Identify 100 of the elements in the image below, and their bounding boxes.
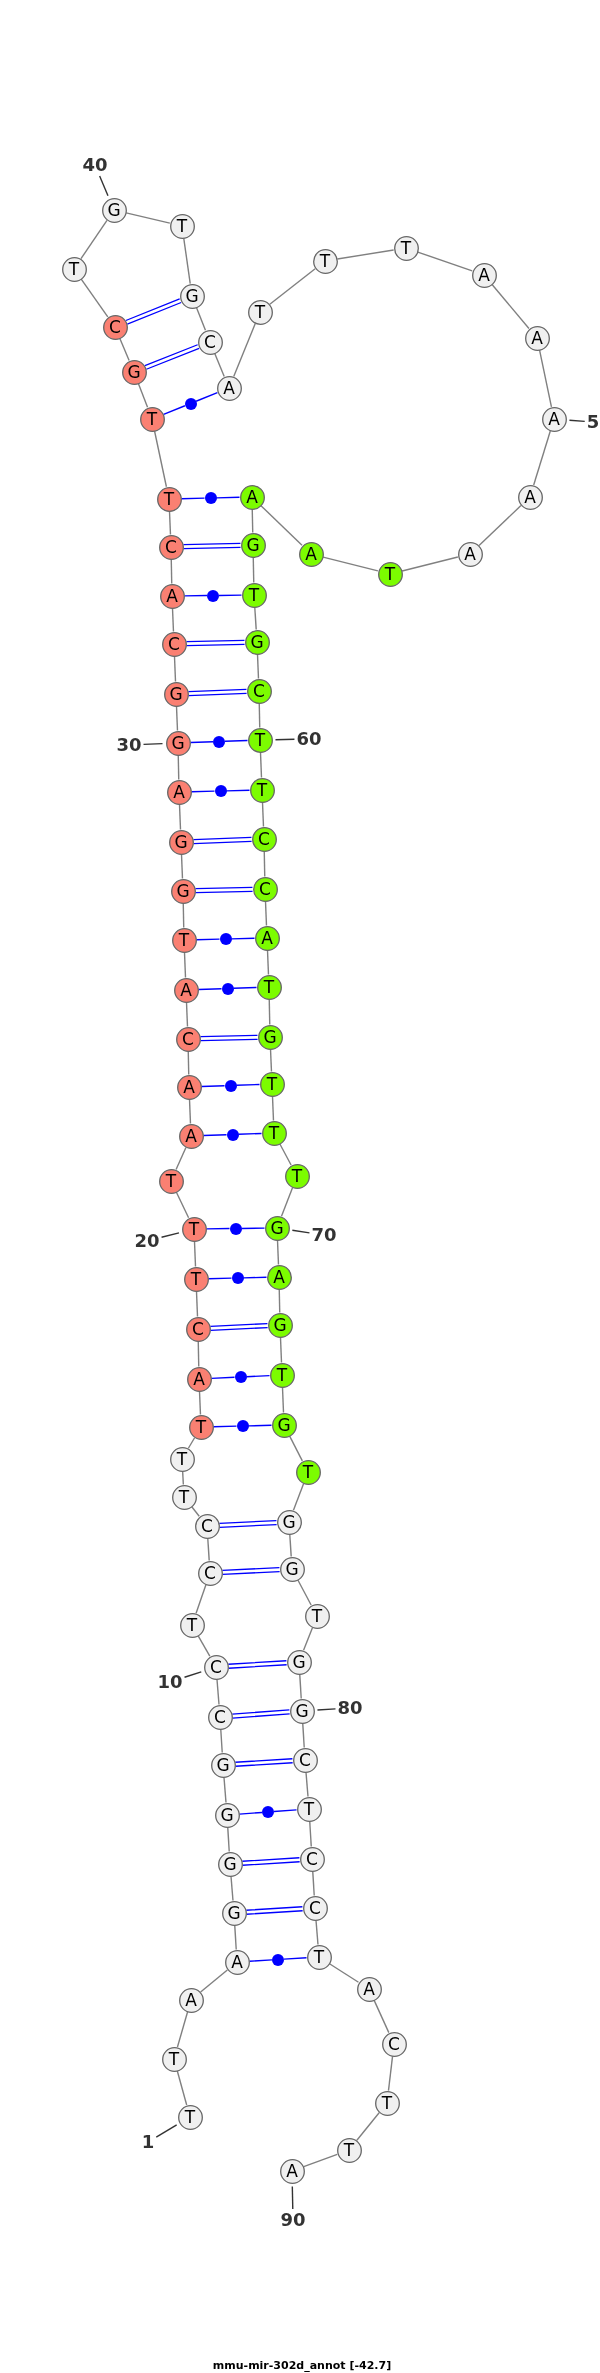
- base-letter: A: [185, 1127, 197, 1145]
- backbone-line: [207, 1537, 210, 1562]
- base-letter: T: [291, 1167, 303, 1185]
- backbone-line: [268, 998, 271, 1026]
- base-letter: C: [165, 538, 177, 556]
- nucleotide-circle: [188, 1414, 214, 1440]
- base-letter: A: [531, 329, 543, 347]
- backbone-line: [199, 1969, 229, 1993]
- nucleotide-circle: [221, 1900, 247, 1926]
- backbone-line: [299, 1673, 302, 1700]
- base-pair-line: [212, 1425, 238, 1428]
- leader-line: [316, 1708, 337, 1711]
- base-letter: T: [176, 1450, 188, 1468]
- backbone-line: [125, 212, 171, 224]
- base-letter: C: [168, 635, 180, 653]
- base-pair-line: [189, 741, 214, 744]
- nucleotide-circle: [381, 2031, 407, 2057]
- nucleotide-circle: [216, 375, 242, 401]
- backbone-line: [417, 251, 473, 272]
- dot-icon: [234, 1371, 247, 1383]
- base-pair-line: [240, 1227, 266, 1230]
- base-pair-line: [231, 1709, 291, 1719]
- leader-line: [274, 738, 296, 741]
- base-pair-line: [195, 938, 221, 941]
- leader-line: [98, 175, 109, 197]
- backbone-line: [137, 382, 149, 409]
- base-letter: T: [168, 2050, 180, 2068]
- nucleotide-circle: [197, 1560, 223, 1586]
- backbone-line: [279, 1143, 292, 1166]
- backbone-line: [254, 606, 257, 631]
- nucleotide-circle: [179, 283, 205, 309]
- backbone-line: [297, 1579, 312, 1606]
- nucleotide-circle: [61, 256, 87, 282]
- nucleotide-circle: [271, 1412, 297, 1438]
- backbone-line: [302, 1722, 305, 1749]
- nucleotide-circle: [286, 1649, 312, 1675]
- nucleotide-circle: [524, 325, 550, 351]
- nucleotide-circle: [256, 974, 282, 1000]
- nucleotide-circle: [312, 248, 338, 274]
- base-pair-line: [241, 1857, 301, 1866]
- base-pair-line: [218, 594, 243, 597]
- base-letter: G: [277, 1416, 291, 1434]
- nucleotide-circle: [541, 406, 567, 432]
- leader-line: [183, 1671, 202, 1678]
- dot-icon: [204, 492, 217, 504]
- backbone-line: [281, 1386, 285, 1414]
- base-pair-line: [125, 298, 182, 325]
- backbone-line: [336, 249, 395, 260]
- dot-icon: [214, 785, 227, 797]
- backbone-line: [269, 268, 316, 305]
- dot-icon: [229, 1222, 242, 1235]
- base-letter: T: [384, 565, 396, 583]
- nucleotide-circle: [304, 1603, 330, 1629]
- base-letter: A: [231, 1953, 243, 1971]
- dot-icon: [236, 1420, 249, 1432]
- nucleotide-circle: [197, 329, 223, 355]
- backbone-line: [256, 653, 260, 680]
- base-pair-line: [190, 790, 216, 793]
- nucleotide-circle: [171, 927, 197, 953]
- backbone-line: [187, 1050, 190, 1076]
- nucleotide-circle: [179, 1612, 205, 1638]
- base-letter: G: [263, 1028, 277, 1046]
- base-letter: C: [388, 2035, 400, 2053]
- base-letter: A: [273, 1268, 285, 1286]
- base-letter: C: [182, 1030, 194, 1048]
- base-letter: A: [166, 587, 178, 605]
- leader-line: [155, 2124, 178, 2138]
- backbone-line: [259, 751, 263, 779]
- nucleotide-circle: [214, 1802, 240, 1828]
- base-letter: T: [190, 1270, 202, 1288]
- backbone-line: [302, 1626, 314, 1652]
- base-letter: T: [319, 252, 331, 270]
- position-number: 1: [141, 2133, 155, 2151]
- base-letter: G: [169, 685, 183, 703]
- base-letter: T: [381, 2094, 393, 2112]
- base-pair-line: [242, 1276, 268, 1279]
- base-letter: G: [223, 1855, 237, 1873]
- base-letter: A: [548, 410, 560, 428]
- nucleotide-circle: [377, 561, 403, 587]
- base-letter: A: [173, 783, 185, 801]
- nucleotide-circle: [163, 681, 189, 707]
- base-letter: C: [109, 318, 121, 336]
- backbone-line: [191, 1506, 200, 1517]
- nucleotide-circle: [247, 727, 273, 753]
- nucleotide-circle: [194, 1513, 220, 1539]
- backbone-line: [175, 1146, 187, 1171]
- nucleotide-circle: [173, 977, 199, 1003]
- backbone-line: [278, 1288, 281, 1314]
- base-letter: G: [295, 1702, 309, 1720]
- position-number: 80: [337, 1699, 363, 1717]
- nucleotide-circle: [186, 1366, 212, 1392]
- base-letter: A: [464, 545, 476, 563]
- backbone-line: [216, 1678, 220, 1706]
- base-letter: C: [192, 1320, 204, 1338]
- nucleotide-circle: [247, 299, 273, 325]
- backbone-line: [261, 801, 265, 828]
- backbone-line: [271, 1095, 275, 1122]
- base-pair-line: [215, 496, 241, 499]
- base-letter: T: [195, 1418, 207, 1436]
- base-letter: G: [176, 882, 190, 900]
